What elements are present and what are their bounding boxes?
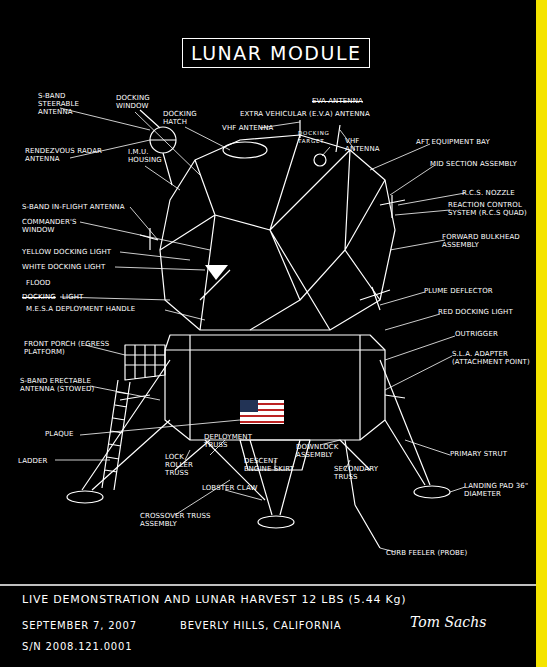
landing-pad: [67, 491, 103, 503]
part-label: OUTRIGGER: [455, 330, 525, 338]
footer-text: SEPTEMBER 7, 2007: [22, 620, 162, 632]
footer-rule: [0, 584, 536, 586]
part-label: SECONDARY TRUSS: [334, 465, 389, 481]
part-label: YELLOW DOCKING LIGHT: [22, 248, 137, 256]
part-label: LIGHT: [62, 293, 92, 301]
part-label: S-BAND STEERABLE ANTENNA: [38, 92, 108, 116]
part-label: I.M.U. HOUSING: [128, 148, 170, 164]
part-label: PRIMARY STRUT: [450, 450, 535, 458]
part-label: FORWARD BULKHEAD ASSEMBLY: [442, 233, 542, 249]
part-label: DESCENT ENGINE SKIRT: [244, 457, 306, 473]
part-label: PLUME DEFLECTOR: [424, 287, 534, 295]
descent-panels: [165, 335, 385, 470]
part-label: VHF ANTENNA: [345, 137, 385, 153]
landing-pad: [414, 486, 450, 498]
part-label: LANDING PAD 36" DIAMETER: [464, 482, 536, 498]
flag-field: [240, 400, 284, 424]
part-label: REACTION CONTROL SYSTEM (R.C.S QUAD): [448, 201, 540, 217]
part-label: EXTRA VEHICULAR (E.V.A) ANTENNA: [240, 110, 430, 118]
ladder: [102, 380, 130, 490]
part-label: R.C.S. NOZZLE: [462, 189, 532, 197]
flag: [240, 400, 284, 424]
title-box: LUNAR MODULE: [182, 38, 370, 68]
part-label: DEPLOYMENT TRUSS: [204, 433, 254, 449]
ascent-panels: [160, 135, 385, 330]
part-label: DOWNLOCK ASSEMBLY: [296, 443, 351, 459]
part-label: FRONT PORCH (EGRESS PLATFORM): [24, 340, 119, 356]
part-label: MID SECTION ASSEMBLY: [430, 160, 540, 168]
part-label: DOCKING WINDOW: [116, 94, 166, 110]
part-label: DOCKING HATCH: [163, 110, 213, 126]
rcs-quads: [140, 195, 405, 310]
leader-lines: [55, 108, 465, 552]
part-label: FLOOD: [26, 279, 66, 287]
part-label: LOCK ROLLER TRUSS: [165, 453, 210, 477]
footer-text: Tom Sachs: [410, 614, 520, 630]
part-label: M.E.S.A DEPLOYMENT HANDLE: [26, 305, 171, 313]
front-porch: [125, 345, 165, 380]
window-triangle: [205, 265, 228, 280]
part-label: LADDER: [18, 457, 68, 465]
part-label: DOCKING TARGET: [298, 130, 334, 145]
part-label: AFT EQUIPMENT BAY: [416, 138, 531, 146]
part-label: PLAQUE: [45, 430, 95, 438]
part-label: CROSSOVER TRUSS ASSEMBLY: [140, 512, 212, 528]
part-label: LOBSTER CLAW: [202, 484, 267, 492]
part-label: RED DOCKING LIGHT: [438, 308, 538, 316]
part-label: COMMANDER'S WINDOW: [22, 218, 94, 234]
docking-target: [314, 154, 326, 166]
part-label: VHF ANTENNA: [222, 124, 292, 132]
footer-text: S/N 2008.121.0001: [22, 641, 172, 653]
part-label: CURB FEELER (PROBE): [386, 549, 506, 557]
part-label: RENDEZVOUS RADAR ANTENNA: [25, 147, 105, 163]
yellow-stripe: [536, 0, 547, 667]
landing-pad: [258, 516, 294, 528]
footer-text: LIVE DEMONSTRATION AND LUNAR HARVEST 12 …: [22, 593, 532, 606]
flag-canton: [240, 400, 258, 412]
footer-text: BEVERLY HILLS, CALIFORNIA: [180, 620, 370, 632]
part-label: WHITE DOCKING LIGHT: [22, 263, 137, 271]
module-drawing: [67, 110, 450, 548]
part-label: DOCKING: [22, 293, 62, 301]
landing-legs: [82, 360, 430, 548]
part-label: S.L.A. ADAPTER (ATTACHMENT POINT): [452, 350, 542, 366]
part-label: EVA ANTENNA: [312, 97, 392, 105]
part-label: S-BAND ERECTABLE ANTENNA (STOWED): [20, 377, 120, 393]
ascent-stage: [160, 135, 395, 330]
part-label: S-BAND IN-FLIGHT ANTENNA: [22, 203, 172, 211]
